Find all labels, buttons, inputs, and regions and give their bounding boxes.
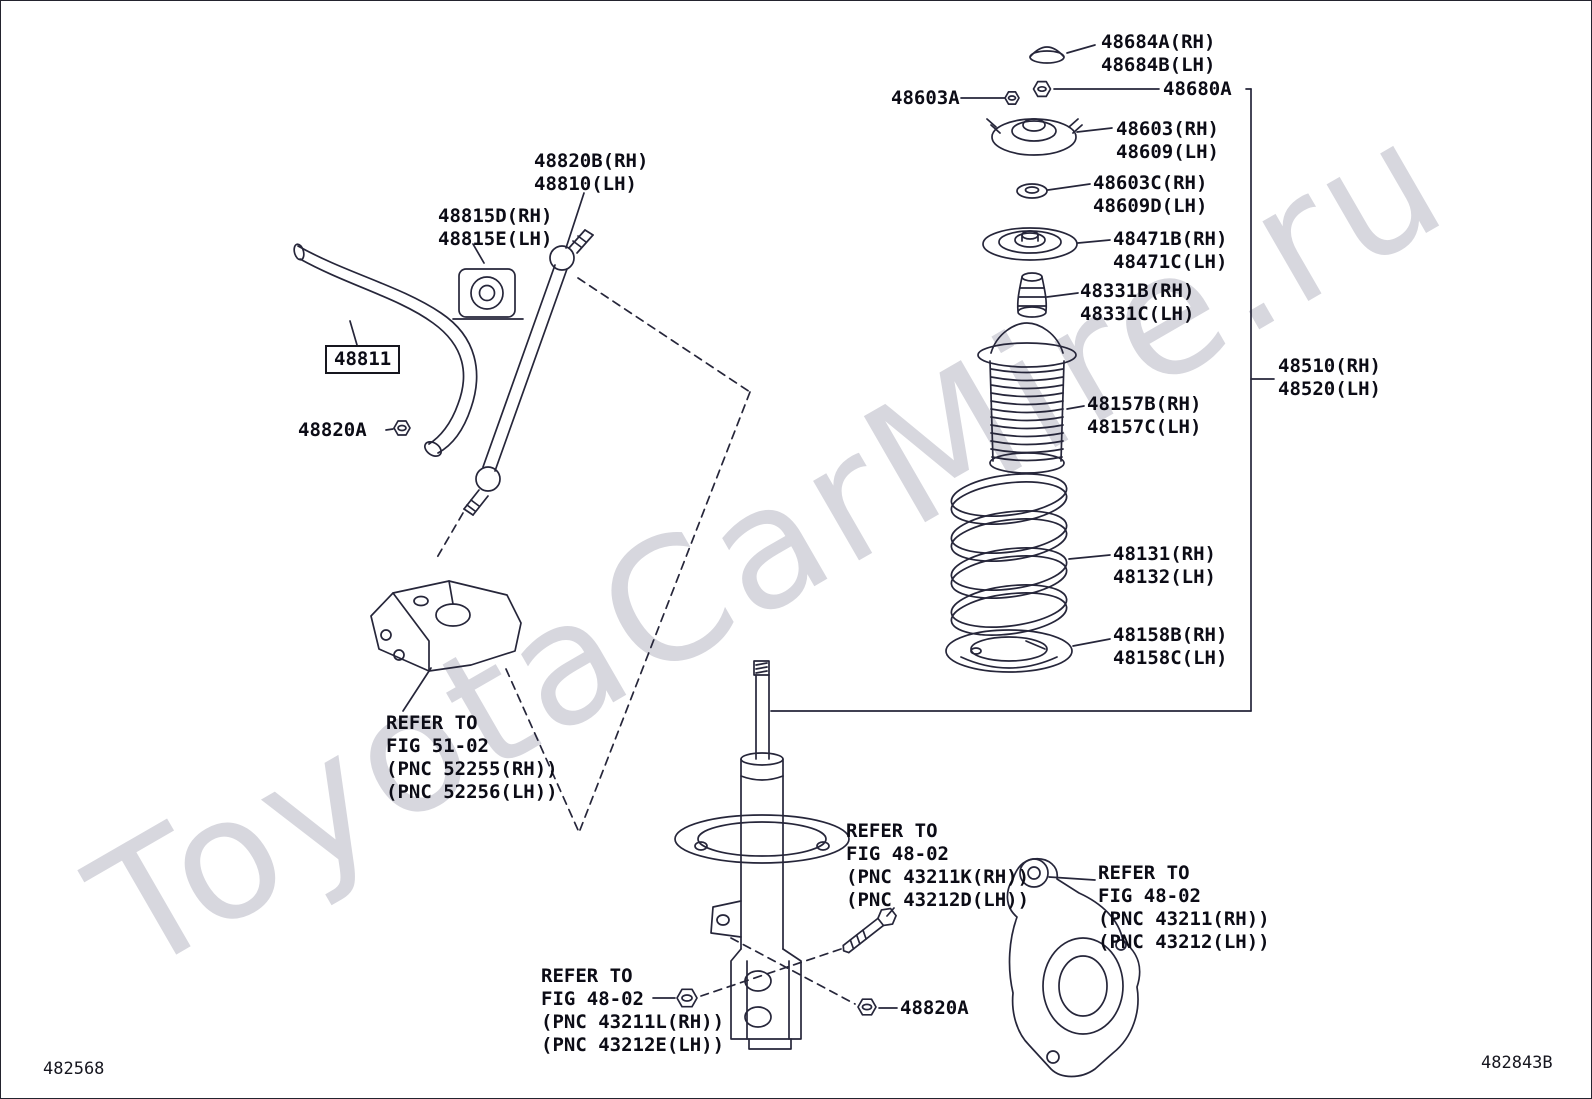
refer-note-line: FIG 48-02: [541, 988, 644, 1010]
strut-mount-drawing: [986, 118, 1083, 156]
refer-note-line: (PNC 43211K(RH)): [846, 866, 1030, 888]
part-label-48157B-rh: 48157B(RH): [1087, 393, 1202, 415]
stabilizer-bushing-drawing: [452, 268, 524, 320]
refer-note-line: REFER TO: [846, 820, 938, 842]
part-label-48131[interactable]: 48131(RH) 48132(LH): [1113, 543, 1216, 589]
coil-spring-drawing: [950, 473, 1068, 636]
arm-bracket-drawing: [370, 580, 522, 672]
part-label-48603C-rh: 48603C(RH): [1093, 172, 1208, 194]
stabilizer-bar-drawing: [293, 243, 478, 457]
nut-43211L-drawing: [676, 988, 698, 1008]
part-label-48158B-rh: 48158B(RH): [1113, 624, 1228, 646]
part-label-48158B[interactable]: 48158B(RH) 48158C(LH): [1113, 624, 1227, 670]
part-label-48820B-lh: 48810(LH): [534, 173, 637, 195]
assembly-dashed-lines: [434, 277, 856, 1005]
page-code-left: 482568: [43, 1059, 105, 1079]
part-label-48811-highlighted[interactable]: 48811: [325, 345, 401, 374]
part-label-48820A-left[interactable]: 48820A: [298, 419, 367, 441]
part-label-48820B-rh: 48820B(RH): [534, 150, 649, 172]
leader-lines: [349, 44, 1275, 1009]
part-label-48510-lh: 48520(LH): [1278, 378, 1381, 400]
part-label-48680A[interactable]: 48680A: [1163, 78, 1232, 100]
cap-drawing: [1029, 46, 1065, 64]
nut-48603A-drawing: [1004, 91, 1020, 105]
nut-48820A-bottom-drawing: [857, 998, 877, 1016]
part-label-48331B[interactable]: 48331B(RH) 48331C(LH): [1080, 280, 1194, 326]
refer-note-line: (PNC 43211(RH)): [1098, 908, 1270, 930]
refer-note-line: (PNC 43212E(LH)): [541, 1034, 725, 1056]
refer-note-fig-48-02: REFER TO FIG 48-02 (PNC 43211(RH)) (PNC …: [1098, 862, 1270, 954]
part-label-48603-rh: 48603(RH): [1116, 118, 1219, 140]
refer-note-line: (PNC 52256(LH)): [386, 781, 558, 803]
part-label-48603A[interactable]: 48603A: [891, 87, 960, 109]
refer-note-line: FIG 48-02: [1098, 885, 1201, 907]
part-label-48157B[interactable]: 48157B(RH) 48157C(LH): [1087, 393, 1201, 439]
refer-note-fig-48-02-k: REFER TO FIG 48-02 (PNC 43211K(RH)) (PNC…: [846, 820, 1029, 912]
washer-drawing: [1016, 183, 1048, 199]
refer-note-line: REFER TO: [1098, 862, 1190, 884]
part-label-48684-lh: 48684B(LH): [1101, 54, 1216, 76]
page-code-right: 482843B: [1481, 1053, 1553, 1073]
part-label-48157B-lh: 48157C(LH): [1087, 416, 1202, 438]
part-label-48331B-rh: 48331B(RH): [1080, 280, 1195, 302]
refer-note-line: FIG 51-02: [386, 735, 489, 757]
refer-note-line: (PNC 43212D(LH)): [846, 889, 1030, 911]
part-label-48158B-lh: 48158C(LH): [1113, 647, 1228, 669]
refer-note-line: REFER TO: [386, 712, 478, 734]
part-label-48510[interactable]: 48510(RH) 48520(LH): [1278, 355, 1381, 401]
part-label-48131-rh: 48131(RH): [1113, 543, 1216, 565]
refer-note-fig-51-02: REFER TO FIG 51-02 (PNC 52255(RH)) (PNC …: [386, 712, 558, 804]
refer-note-line: (PNC 43212(LH)): [1098, 931, 1270, 953]
spring-bumper-drawing: [1016, 272, 1048, 318]
nut-48820A-left-drawing: [393, 420, 411, 436]
part-label-48471B-lh: 48471C(LH): [1113, 251, 1228, 273]
refer-note-line: (PNC 52255(RH)): [386, 758, 558, 780]
part-label-48471B[interactable]: 48471B(RH) 48471C(LH): [1113, 228, 1227, 274]
part-label-48820B[interactable]: 48820B(RH) 48810(LH): [534, 150, 648, 196]
lower-spring-seat-drawing: [945, 629, 1073, 673]
part-label-48820A-bottom[interactable]: 48820A: [900, 997, 969, 1019]
refer-note-line: (PNC 43211L(RH)): [541, 1011, 725, 1033]
part-label-48684[interactable]: 48684A(RH) 48684B(LH): [1101, 31, 1215, 77]
refer-note-fig-48-02-l: REFER TO FIG 48-02 (PNC 43211L(RH)) (PNC…: [541, 965, 724, 1057]
part-label-48471B-rh: 48471B(RH): [1113, 228, 1228, 250]
shock-absorber-drawing: [674, 660, 850, 1050]
part-label-48131-lh: 48132(LH): [1113, 566, 1216, 588]
upper-spring-seat-drawing: [982, 227, 1078, 261]
part-label-48815D-lh: 48815E(LH): [438, 228, 553, 250]
part-label-48510-rh: 48510(RH): [1278, 355, 1381, 377]
refer-note-line: FIG 48-02: [846, 843, 949, 865]
part-label-48684-rh: 48684A(RH): [1101, 31, 1216, 53]
part-label-48815D-rh: 48815D(RH): [438, 205, 553, 227]
part-label-48603[interactable]: 48603(RH) 48609(LH): [1116, 118, 1219, 164]
part-label-48603-lh: 48609(LH): [1116, 141, 1219, 163]
dust-boot-drawing: [977, 322, 1077, 474]
part-label-48815D[interactable]: 48815D(RH) 48815E(LH): [438, 205, 552, 251]
part-label-48603C-lh: 48609D(LH): [1093, 195, 1208, 217]
refer-note-line: REFER TO: [541, 965, 633, 987]
nut-48680A-drawing: [1032, 80, 1052, 98]
part-label-48603C[interactable]: 48603C(RH) 48609D(LH): [1093, 172, 1207, 218]
steering-knuckle-drawing: [1006, 857, 1141, 1078]
mount-bolt-drawing: [842, 907, 897, 954]
part-label-48331B-lh: 48331C(LH): [1080, 303, 1195, 325]
stabilizer-link-drawing: [463, 229, 594, 516]
